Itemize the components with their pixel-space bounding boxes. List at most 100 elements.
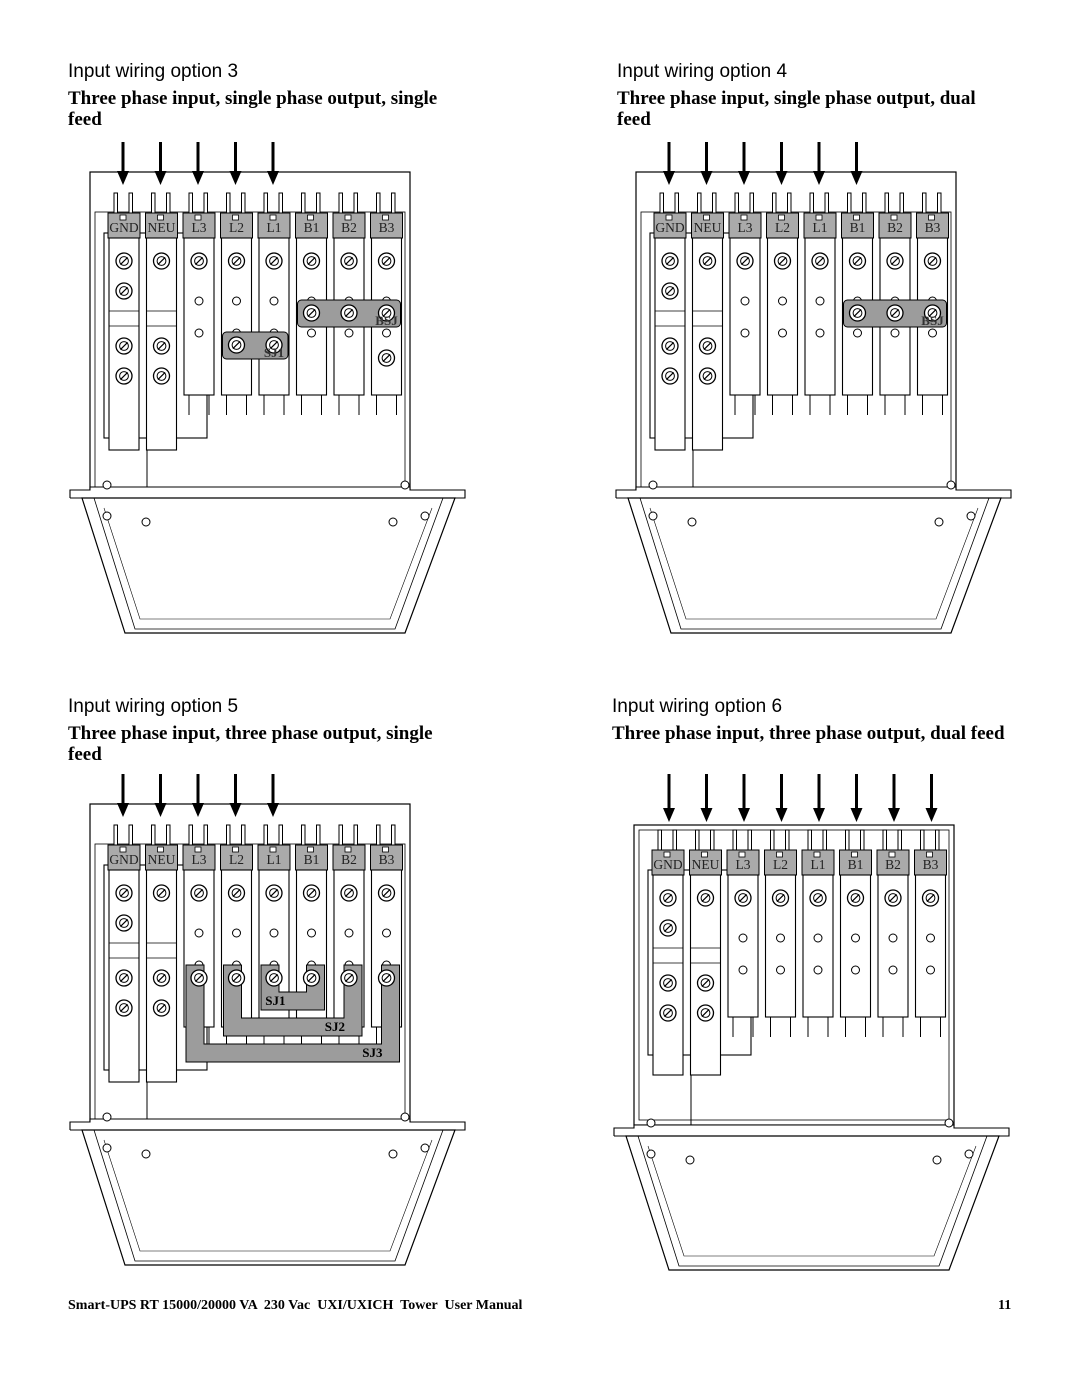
option-title: Input wiring option 5 — [68, 696, 239, 717]
terminal-label: NEU — [148, 220, 176, 235]
mounting-hole — [934, 517, 944, 527]
input-arrow-icon — [192, 142, 204, 185]
footer-page-number: 11 — [998, 1298, 1012, 1313]
input-arrow-icon — [700, 142, 713, 185]
terminal-l1: L1 — [801, 829, 835, 1037]
terminal-b1: B1 — [295, 192, 328, 415]
mounting-hole — [141, 517, 151, 527]
screw-icon — [698, 252, 717, 270]
screw-icon — [696, 974, 715, 992]
screw-icon — [340, 969, 358, 987]
screw-icon — [848, 252, 867, 270]
terminal-gnd: GND — [107, 192, 141, 451]
screw-icon — [377, 304, 396, 322]
mounting-hole — [888, 933, 898, 943]
terminal-label: L1 — [813, 220, 828, 235]
screw-icon — [190, 969, 208, 987]
terminal-label: B1 — [304, 220, 320, 235]
screw-icon — [923, 304, 942, 322]
terminal-b1: B1 — [839, 829, 872, 1037]
terminal-label: L2 — [229, 852, 244, 867]
input-arrow-icon — [850, 774, 863, 822]
input-arrow-icon — [117, 774, 129, 817]
terminal-label: L2 — [775, 220, 790, 235]
terminal-l2: L2 — [764, 829, 797, 1037]
mounting-hole — [382, 928, 391, 938]
jumper-sj1: SJ1 — [260, 964, 325, 1011]
terminal-label: L1 — [267, 220, 282, 235]
screw-icon — [227, 969, 246, 987]
terminal-l1: L1 — [257, 824, 291, 1047]
terminal-label: GND — [109, 220, 138, 235]
terminal-label: L3 — [192, 852, 207, 867]
option-title: Input wiring option 6 — [612, 696, 783, 717]
jumper-sj1: SJ1 — [222, 331, 289, 360]
jumper-sj2: SJ2 — [223, 964, 363, 1037]
mounting-hole — [928, 328, 937, 338]
terminal-label: NEU — [692, 857, 720, 872]
input-arrow-icon — [813, 774, 825, 822]
input-arrow-icon — [154, 142, 167, 185]
screw-icon — [190, 252, 208, 270]
screw-icon — [265, 969, 283, 987]
mounting-hole — [141, 1149, 151, 1159]
terminal-l3: L3 — [726, 829, 760, 1037]
input-arrow-icon — [663, 142, 675, 185]
mounting-hole — [778, 296, 787, 306]
screw-icon — [302, 304, 321, 322]
screw-icon — [115, 884, 133, 902]
jumper-bsj: BSJ — [297, 299, 401, 328]
screw-icon — [661, 282, 679, 300]
screw-icon — [340, 304, 358, 322]
terminal-l2: L2 — [766, 192, 799, 415]
input-arrow-icon — [267, 774, 279, 817]
footer-manual-title: Smart-UPS RT 15000/20000 VA 230 Vac UXI/… — [68, 1298, 523, 1313]
terminal-label: B2 — [885, 857, 901, 872]
input-arrow-icon — [888, 774, 900, 822]
terminal-label: L3 — [738, 220, 753, 235]
screw-icon — [848, 304, 867, 322]
screw-icon — [152, 884, 171, 902]
screw-icon — [921, 889, 940, 907]
input-arrow-icon — [925, 774, 938, 822]
mounting-hole — [344, 328, 354, 338]
screw-icon — [227, 252, 246, 270]
mounting-hole — [851, 933, 860, 943]
screw-icon — [115, 969, 133, 987]
terminal-neu: NEU — [145, 824, 178, 1083]
option-subtitle: Three phase input, three phase output, d… — [612, 723, 1005, 744]
terminal-l1: L1 — [257, 192, 291, 415]
input-arrow-icon — [738, 142, 750, 185]
mounting-hole — [888, 965, 898, 975]
jumper-label: SJ1 — [265, 993, 285, 1008]
mounting-hole — [388, 1149, 398, 1159]
terminal-label: B2 — [341, 852, 357, 867]
mounting-hole — [685, 1155, 695, 1165]
screw-icon — [846, 889, 865, 907]
screw-icon — [227, 884, 246, 902]
terminal-neu: NEU — [145, 192, 178, 451]
input-arrow-icon — [117, 142, 129, 185]
jumper-bsj: BSJ — [843, 299, 947, 328]
mounting-hole — [964, 1149, 974, 1159]
screw-icon — [773, 252, 792, 270]
mounting-hole — [926, 965, 935, 975]
mounting-hole — [738, 965, 748, 975]
mounting-hole — [269, 296, 279, 306]
mounting-hole — [344, 928, 354, 938]
mounting-hole — [648, 480, 658, 490]
screw-icon — [696, 889, 715, 907]
mounting-hole — [851, 965, 860, 975]
terminal-label: L3 — [192, 220, 207, 235]
screw-icon — [265, 252, 283, 270]
option-title: Input wiring option 3 — [68, 61, 239, 82]
terminal-gnd: GND — [107, 824, 141, 1083]
screw-icon — [698, 367, 717, 385]
screw-icon — [115, 914, 133, 932]
input-arrow-icon — [154, 774, 167, 817]
screw-icon — [886, 304, 904, 322]
